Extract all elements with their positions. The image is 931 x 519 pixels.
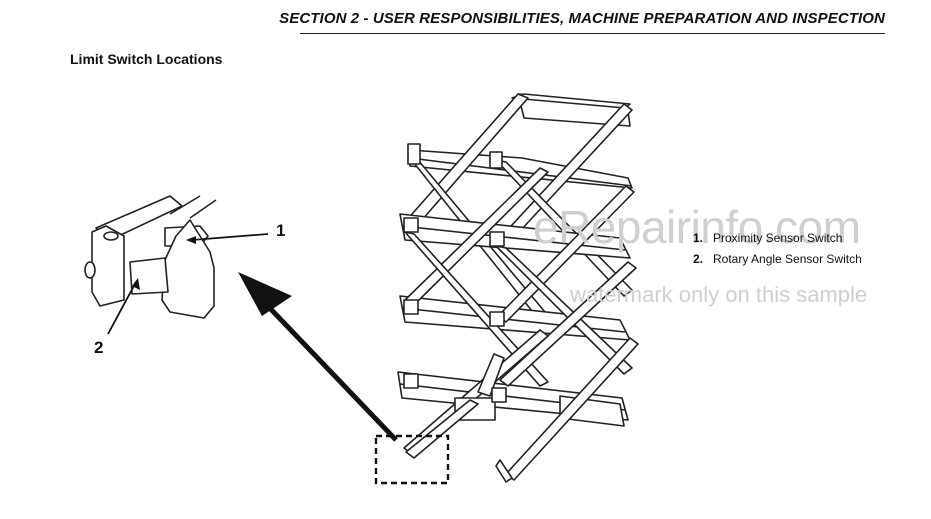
- callout-1: 1: [276, 221, 286, 240]
- detail-arrow-shaft: [262, 300, 398, 442]
- detail-assembly: [84, 195, 217, 319]
- legend-item: 1. Proximity Sensor Switch: [693, 230, 862, 251]
- callout-2-leader: [107, 281, 137, 335]
- detail-arrow-head: [238, 272, 292, 316]
- watermark-brand: eRepairinfo.com: [533, 201, 861, 253]
- legend-item: 2. Rotary Angle Sensor Switch: [693, 251, 862, 272]
- callout-2: 2: [94, 338, 104, 357]
- legend-label: Proximity Sensor Switch: [713, 231, 843, 245]
- watermark-note: watermark only on this sample: [570, 282, 868, 307]
- callout-1-leader: [191, 233, 269, 241]
- legend-label: Rotary Angle Sensor Switch: [713, 252, 862, 266]
- legend-number: 1.: [693, 231, 704, 245]
- header-rule: [300, 33, 885, 34]
- base-rails: [405, 399, 513, 483]
- legend: 1. Proximity Sensor Switch 2. Rotary Angle…: [693, 230, 862, 272]
- pivot-joints: [403, 143, 507, 403]
- page-heading: Limit Switch Locations: [70, 51, 223, 67]
- legend-number: 2.: [693, 252, 704, 266]
- section-title: SECTION 2 - USER RESPONSIBILITIES, MACHI…: [279, 10, 885, 27]
- detail-highlight-box: [374, 434, 450, 485]
- scissor-arms-middle: [404, 167, 635, 387]
